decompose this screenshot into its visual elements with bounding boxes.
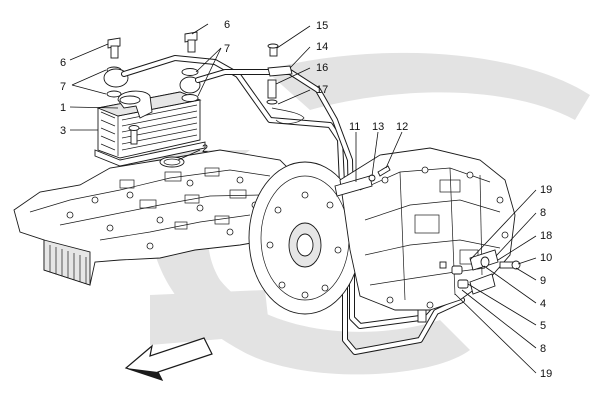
valve-body-housing [13,149,301,286]
callout-9: 9 [540,275,546,287]
callout-7-right: 7 [224,43,230,55]
callout-labels: 6 6 7 7 1 3 2 15 14 16 17 11 13 12 19 8 … [60,19,552,380]
callout-6-left: 6 [60,57,66,69]
callout-14: 14 [316,41,328,53]
callout-10: 10 [540,252,552,264]
callout-19-top: 19 [540,184,552,196]
callout-15: 15 [316,20,328,32]
hollow-bolt-right [181,31,199,102]
callout-18: 18 [540,230,552,242]
callout-3: 3 [60,125,66,137]
banjo-fitting-right [179,76,201,94]
gearbox-assembly [248,147,516,315]
callout-11: 11 [349,121,360,133]
callout-6-right: 6 [224,19,230,31]
front-direction-arrow-icon [124,337,213,382]
callout-4: 4 [540,298,546,310]
callout-17: 17 [316,84,328,96]
callout-8-bottom: 8 [540,343,546,355]
callout-2: 2 [202,143,208,155]
callout-7-left: 7 [60,81,66,93]
cooler-gasket [159,156,185,168]
callout-19-bottom: 19 [540,368,552,380]
callout-leader-lines [69,23,537,374]
pipe-clamp [334,165,391,197]
callout-5: 5 [540,320,546,332]
cooler-mounting-bolt [128,125,140,145]
hollow-bolt-left [106,37,122,98]
callout-12: 12 [396,121,408,133]
callout-16: 16 [316,62,328,74]
background-watermark [146,52,590,375]
callout-8-top: 8 [540,207,546,219]
pipe-clip-bracket [266,43,305,124]
callout-1: 1 [60,102,66,114]
callout-13: 13 [372,121,384,133]
